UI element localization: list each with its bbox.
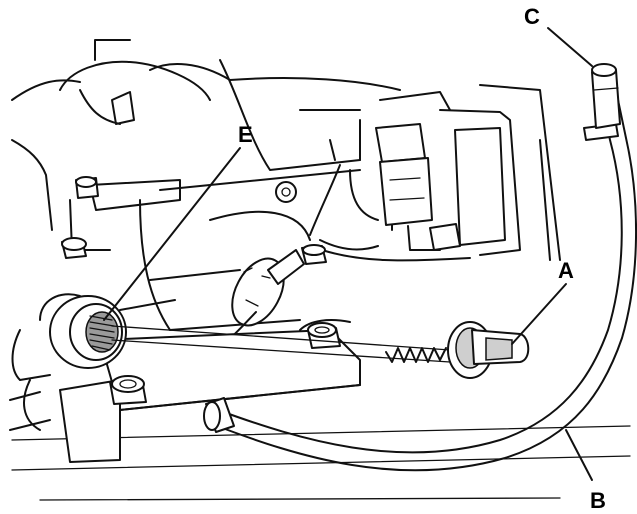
bolt-icon [275, 181, 297, 203]
bolt-icon [307, 322, 341, 349]
label-b: B [590, 488, 606, 513]
bolt-hardware [61, 176, 341, 405]
leader-lines [103, 27, 593, 481]
bolt-icon [301, 244, 327, 265]
bolt-icon [61, 237, 87, 259]
drain-port [49, 295, 127, 369]
label-a: A [558, 258, 574, 283]
bolt-icon [109, 375, 147, 405]
label-e: E [238, 122, 253, 147]
drain-hose [203, 99, 637, 472]
drain-plug [385, 321, 530, 379]
hose-cap [591, 63, 621, 129]
engine-block [9, 39, 561, 463]
bolt-icon [75, 176, 99, 199]
label-c: C [524, 4, 540, 29]
